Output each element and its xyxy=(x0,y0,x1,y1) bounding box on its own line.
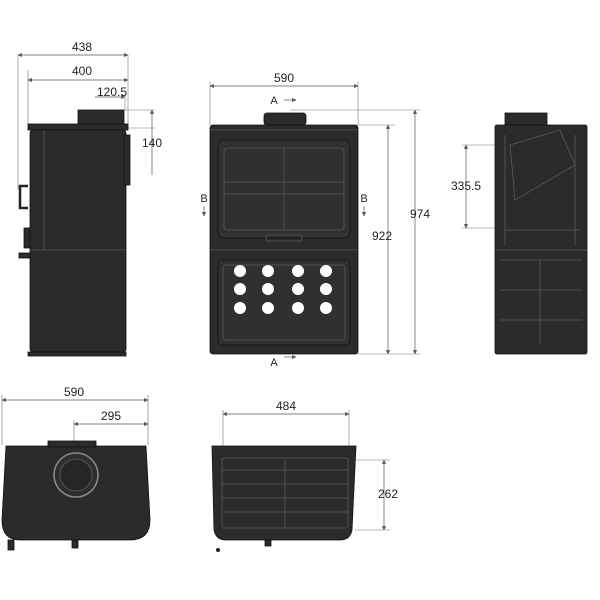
side-flue-height-label: 140 xyxy=(142,136,162,150)
log-store-vent xyxy=(320,283,332,295)
front-height-flue-label: 974 xyxy=(410,207,430,221)
base-foot xyxy=(264,539,272,547)
base-fixing-point xyxy=(216,548,220,552)
top-width-label: 590 xyxy=(64,385,84,399)
top-foot xyxy=(7,539,15,551)
section-flue-center-label: 335.5 xyxy=(451,179,481,193)
side-body xyxy=(29,129,127,353)
base-width-label: 484 xyxy=(276,399,296,413)
side-overall-depth-label: 438 xyxy=(72,40,92,54)
section-b-left-label: B xyxy=(200,193,207,205)
front-width-label: 590 xyxy=(274,71,294,85)
log-store-vent xyxy=(234,265,246,277)
section-a-bottom-label: A xyxy=(270,357,278,369)
log-store-vent xyxy=(234,283,246,295)
side-flue-collar xyxy=(77,109,125,125)
side-plinth xyxy=(27,351,127,357)
top-view: 590 295 xyxy=(1,385,151,551)
log-store-vent xyxy=(262,265,274,277)
log-store-vent xyxy=(292,302,304,314)
section-view: 335.5 xyxy=(451,112,588,355)
base-plate xyxy=(211,445,357,541)
base-depth-label: 262 xyxy=(378,487,398,501)
side-door-handle xyxy=(18,184,28,210)
side-view: 438 400 120.5 140 xyxy=(17,40,162,357)
log-store-vent xyxy=(292,265,304,277)
side-hinge xyxy=(23,227,31,249)
log-store-vent xyxy=(262,302,274,314)
side-top-plate xyxy=(27,123,129,131)
top-flue-center-label: 295 xyxy=(101,409,121,423)
side-body-depth-label: 400 xyxy=(72,64,92,78)
section-a-top-label: A xyxy=(270,95,278,107)
log-store-vent xyxy=(320,302,332,314)
top-rear-lip xyxy=(47,440,97,448)
log-store-vent xyxy=(262,283,274,295)
top-foot xyxy=(71,539,79,549)
front-height-top-label: 922 xyxy=(372,229,392,243)
log-store-vent xyxy=(234,302,246,314)
side-flue-offset-label: 120.5 xyxy=(97,85,127,99)
section-b-right-label: B xyxy=(360,193,367,205)
section-body xyxy=(494,124,588,355)
side-lever xyxy=(18,252,31,259)
base-view: 484 262 xyxy=(211,399,398,552)
front-log-store xyxy=(217,259,351,346)
log-store-vent xyxy=(320,265,332,277)
side-rear-vent xyxy=(123,134,131,186)
front-air-control xyxy=(265,234,303,242)
section-flue-collar xyxy=(504,112,548,126)
front-flue-collar xyxy=(263,112,307,126)
log-store-vent xyxy=(292,283,304,295)
front-view: 590 922 974 A A B B xyxy=(200,71,430,369)
